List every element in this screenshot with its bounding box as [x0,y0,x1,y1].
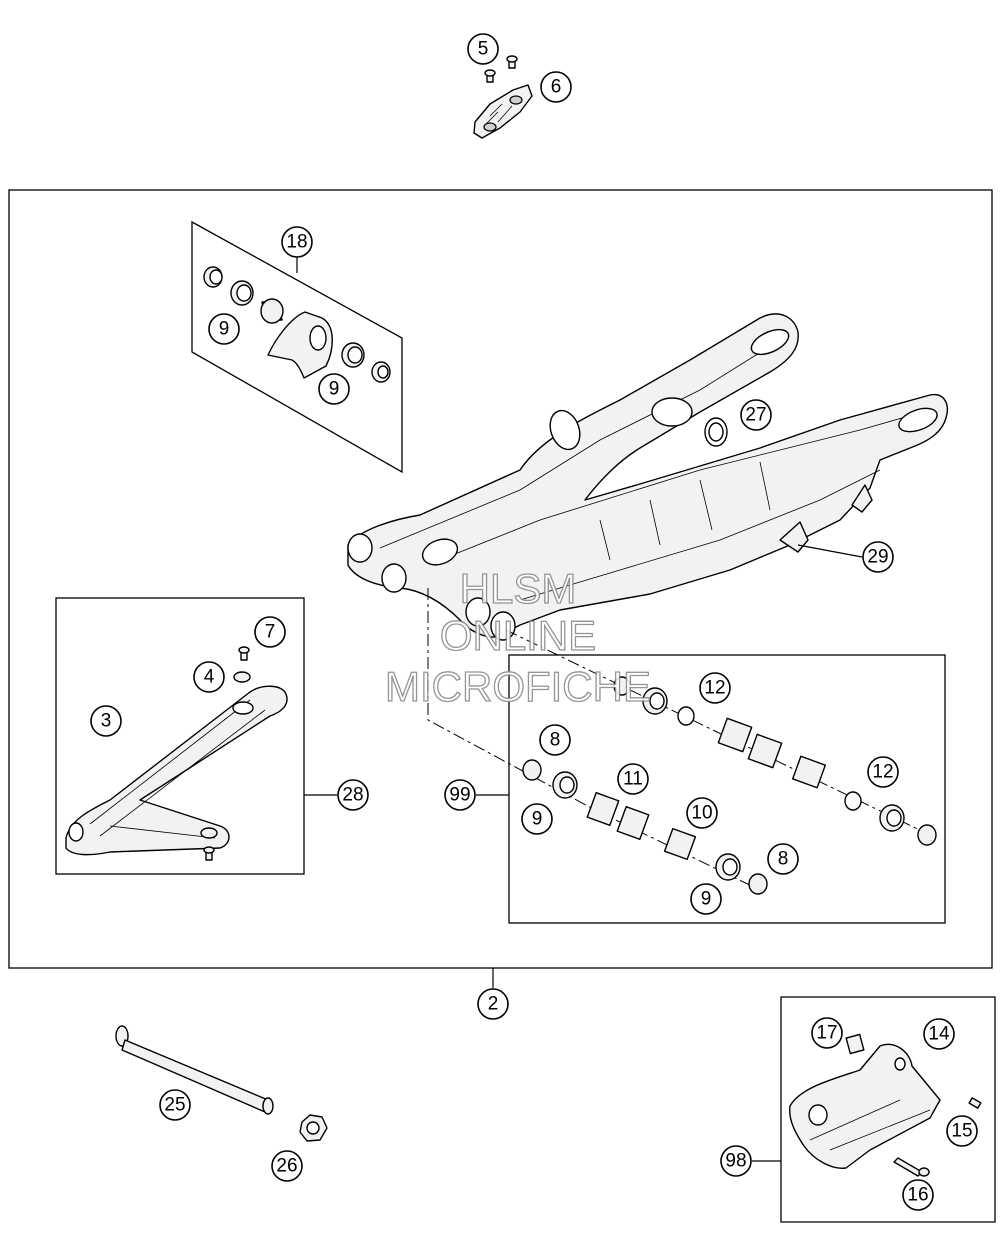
svg-text:18: 18 [286,232,307,253]
svg-text:5: 5 [478,39,489,60]
callout-14: 14 [923,1018,955,1050]
callout-7: 7 [254,616,286,648]
callout-16: 16 [902,1179,934,1211]
svg-text:9: 9 [219,319,230,340]
callout-17: 17 [811,1017,843,1049]
callout-28: 28 [337,779,369,811]
callout-29: 29 [862,541,894,573]
chain-guide-kit-28-parts [65,646,288,861]
callouts: 5 6 18 9 9 27 29 7 4 3 28 12 8 11 12 99 … [90,33,978,1211]
svg-text:2: 2 [488,994,499,1015]
svg-text:6: 6 [551,77,562,98]
callout-6: 6 [540,71,572,103]
svg-text:17: 17 [816,1023,837,1044]
callout-99: 99 [444,779,476,811]
svg-text:10: 10 [691,803,712,824]
svg-text:28: 28 [342,785,363,806]
svg-text:3: 3 [101,711,112,732]
svg-text:9: 9 [701,889,712,910]
svg-text:16: 16 [907,1185,928,1206]
callout-3: 3 [90,705,122,737]
svg-text:9: 9 [532,809,543,830]
pivot-axle [115,1025,274,1115]
swingarm-assembly-frame [8,189,993,969]
svg-text:98: 98 [725,1151,746,1172]
watermark-line1: HLSM [460,565,577,612]
bearing-kit-18-frame [191,220,403,474]
svg-text:26: 26 [276,1156,297,1177]
bearing-kit-18-parts [203,266,391,383]
callout-8: 8 [767,843,799,875]
callout-9: 9 [318,373,350,405]
axle-nut [299,1114,328,1142]
callout-9: 9 [208,313,240,345]
svg-text:12: 12 [872,762,893,783]
svg-text:7: 7 [265,622,276,643]
watermark-line3: MICROFICHE [385,663,651,710]
bearing-kit-99-parts [427,588,937,895]
callout-2: 2 [477,988,509,1020]
swingarm [347,313,948,641]
bearing-kit-99-frame [508,654,946,924]
svg-text:25: 25 [164,1095,185,1116]
callout-4: 4 [193,661,225,693]
svg-text:29: 29 [867,547,888,568]
svg-text:99: 99 [449,785,470,806]
svg-text:8: 8 [778,849,789,870]
svg-text:12: 12 [704,678,725,699]
callout-8: 8 [539,724,571,756]
callout-12: 12 [867,756,899,788]
svg-text:15: 15 [951,1121,972,1142]
callout-10: 10 [686,797,718,829]
svg-text:11: 11 [623,769,643,790]
callout-27: 27 [740,399,772,431]
callout-15: 15 [946,1115,978,1147]
callout-12: 12 [699,672,731,704]
guard-kit-98-frame [780,996,996,1223]
svg-text:14: 14 [928,1024,950,1045]
watermark: HLSM ONLINE MICROFICHE [384,564,651,710]
callout-98: 98 [720,1145,752,1177]
watermark-line2: ONLINE [440,612,596,659]
callout-26: 26 [271,1150,303,1182]
callout-9: 9 [690,883,722,915]
callout-9: 9 [521,803,553,835]
chain-guide-kit-28-frame [55,597,305,875]
callout-25: 25 [159,1089,191,1121]
leader-lines [296,257,863,1162]
callout-11: 11 [617,763,649,795]
svg-text:27: 27 [745,405,766,426]
guard-kit-98-parts [789,1033,982,1177]
svg-text:4: 4 [204,667,215,688]
svg-text:9: 9 [329,379,340,400]
chain-slider-top [473,55,533,139]
svg-text:8: 8 [550,730,561,751]
callout-5: 5 [467,33,499,65]
callout-18: 18 [281,226,313,258]
